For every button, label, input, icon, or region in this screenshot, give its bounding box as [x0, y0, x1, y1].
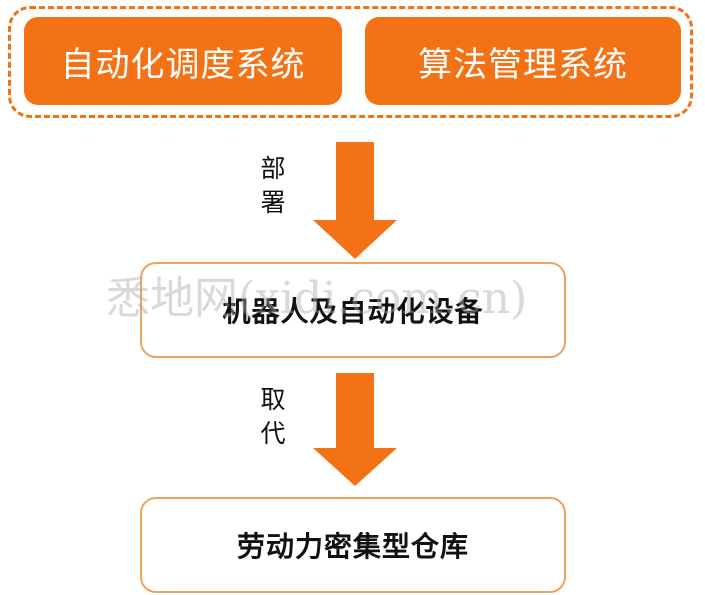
labor-warehouse-label: 劳动力密集型仓库	[236, 530, 469, 563]
replace-arrow-icon	[313, 373, 397, 486]
replace-label: 取代	[260, 385, 286, 448]
algorithm-system-box: 算法管理系统	[365, 17, 681, 105]
labor-warehouse-box: 劳动力密集型仓库	[140, 497, 566, 593]
deploy-label: 部署	[260, 154, 286, 217]
deploy-arrow-icon	[313, 142, 397, 259]
scheduling-system-box: 自动化调度系统	[24, 17, 342, 105]
scheduling-system-label: 自动化调度系统	[60, 44, 306, 85]
robots-automation-box: 机器人及自动化设备	[140, 262, 566, 358]
algorithm-system-label: 算法管理系统	[418, 44, 628, 85]
robots-automation-label: 机器人及自动化设备	[222, 295, 484, 328]
top-systems-group	[8, 6, 693, 118]
